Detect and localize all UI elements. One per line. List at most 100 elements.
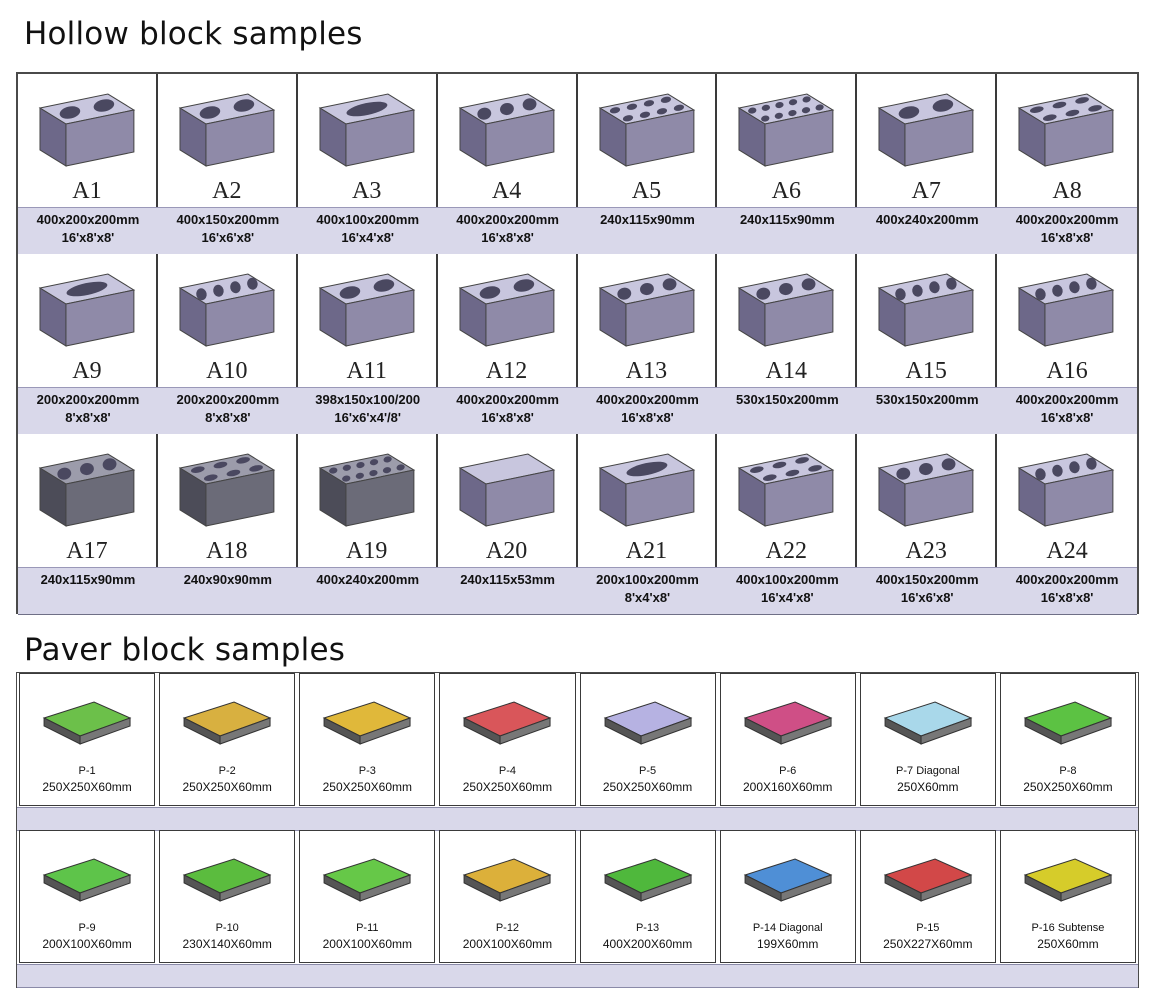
- hollow-block-icon: [178, 273, 276, 347]
- block-dimensions-inch: 16'x4'x8': [341, 230, 395, 245]
- hollow-block-icon: [458, 453, 555, 527]
- block-code: A9: [72, 358, 102, 384]
- block-code: A20: [485, 538, 528, 564]
- block-dimensions-mm: 400x150x200mm: [875, 572, 979, 587]
- block-dimensions-mm: 200x200x200mm: [36, 392, 140, 407]
- hollow-block-card: A11: [297, 254, 438, 387]
- hollow-block-card: A5: [577, 74, 718, 207]
- block-code: A10: [206, 358, 248, 384]
- paver-section-title: Paver block samples: [24, 632, 346, 668]
- block-dimensions-mm: 398x150x100/200: [315, 392, 421, 407]
- paver-dimensions: 200X160X60mm: [742, 780, 833, 794]
- block-code: A2: [212, 178, 242, 204]
- paver-block-card: P-15 250X227X60mm: [859, 830, 996, 963]
- block-code: A4: [491, 178, 522, 204]
- paver-code: P-16 Subtense: [1031, 922, 1105, 934]
- block-dimensions-mm: 240x115x90mm: [600, 212, 695, 227]
- hollow-block-card: A1: [18, 74, 158, 207]
- hollow-block-icon: [877, 453, 975, 527]
- block-code: A18: [206, 538, 248, 564]
- paver-code: P-5: [639, 765, 657, 777]
- hollow-block-card: A13: [577, 254, 718, 387]
- paver-dimensions: 400X200X60mm: [602, 937, 693, 951]
- paver-band: [17, 807, 1138, 831]
- block-dimensions-mm: 400x100x200mm: [316, 212, 420, 227]
- block-dimensions-mm: 400x200x200mm: [596, 392, 699, 407]
- block-code: A7: [911, 178, 941, 204]
- block-code: A24: [1046, 538, 1088, 564]
- paver-code: P-15: [916, 922, 940, 934]
- hollow-block-card: A9: [18, 254, 158, 387]
- block-dimensions-inch: 16'x8'x8': [481, 230, 534, 245]
- paver-code: P-10: [215, 922, 239, 934]
- block-dimensions-inch: 16'x8'x8': [1040, 230, 1094, 245]
- paver-block-icon: [182, 858, 272, 902]
- block-dimensions: 400x100x200mm 16'x4'x8': [298, 211, 438, 247]
- block-dimensions-mm: 240x115x90mm: [739, 212, 835, 227]
- block-dimensions-mm: 400x200x200mm: [456, 392, 559, 407]
- block-code: A22: [765, 538, 807, 564]
- hollow-block-card: A8: [997, 74, 1137, 207]
- block-code: A13: [625, 358, 668, 384]
- hollow-block-card: A16: [997, 254, 1137, 387]
- paver-dimensions: 250X60mm: [1037, 937, 1099, 951]
- block-dimensions: 240x115x90mm: [717, 211, 857, 229]
- block-dimensions-inch: 16'x8'x8': [61, 230, 115, 245]
- block-dimensions-mm: 240x90x90mm: [183, 572, 272, 587]
- paver-code: P-11: [356, 922, 379, 934]
- paver-block-icon: [463, 858, 552, 902]
- paver-code: P-9: [78, 922, 96, 934]
- paver-dimensions: 250X250X60mm: [42, 780, 132, 794]
- block-code: A6: [771, 178, 801, 204]
- hollow-section-title: Hollow block samples: [24, 16, 363, 52]
- hollow-block-card: A23: [857, 434, 998, 567]
- paver-code: P-6: [779, 765, 797, 777]
- block-dimensions-inch: 16'x8'x8': [621, 410, 674, 425]
- paver-block-icon: [42, 701, 132, 745]
- hollow-block-icon: [877, 93, 975, 167]
- block-dimensions-mm: 240x115x53mm: [460, 572, 555, 587]
- hollow-block-card: A4: [437, 74, 578, 207]
- block-code: A19: [346, 538, 388, 564]
- paver-code: P-8: [1059, 765, 1077, 777]
- hollow-block-card: A21: [577, 434, 718, 567]
- hollow-block-card: A20: [437, 434, 578, 567]
- hollow-block-card: A12: [437, 254, 578, 387]
- paver-dimensions: 250X250X60mm: [322, 780, 412, 794]
- paver-block-icon: [463, 701, 552, 745]
- block-code: A12: [485, 358, 528, 384]
- paver-band: [17, 964, 1138, 988]
- hollow-block-card: A2: [157, 74, 298, 207]
- block-dimensions-mm: 530x150x200mm: [875, 392, 979, 407]
- hollow-block-icon: [1017, 453, 1115, 527]
- hollow-block-card: A10: [157, 254, 298, 387]
- paver-dimensions: 200X100X60mm: [462, 937, 553, 951]
- block-dimensions-mm: 400x240x200mm: [875, 212, 979, 227]
- block-code: A8: [1052, 178, 1082, 204]
- block-dimensions: 240x115x53mm: [438, 571, 578, 589]
- paver-dimensions: 200X100X60mm: [42, 937, 132, 951]
- paver-dimensions: 250X227X60mm: [883, 937, 973, 951]
- block-dimensions-mm: 240x115x90mm: [40, 572, 136, 587]
- paver-block-icon: [322, 701, 412, 745]
